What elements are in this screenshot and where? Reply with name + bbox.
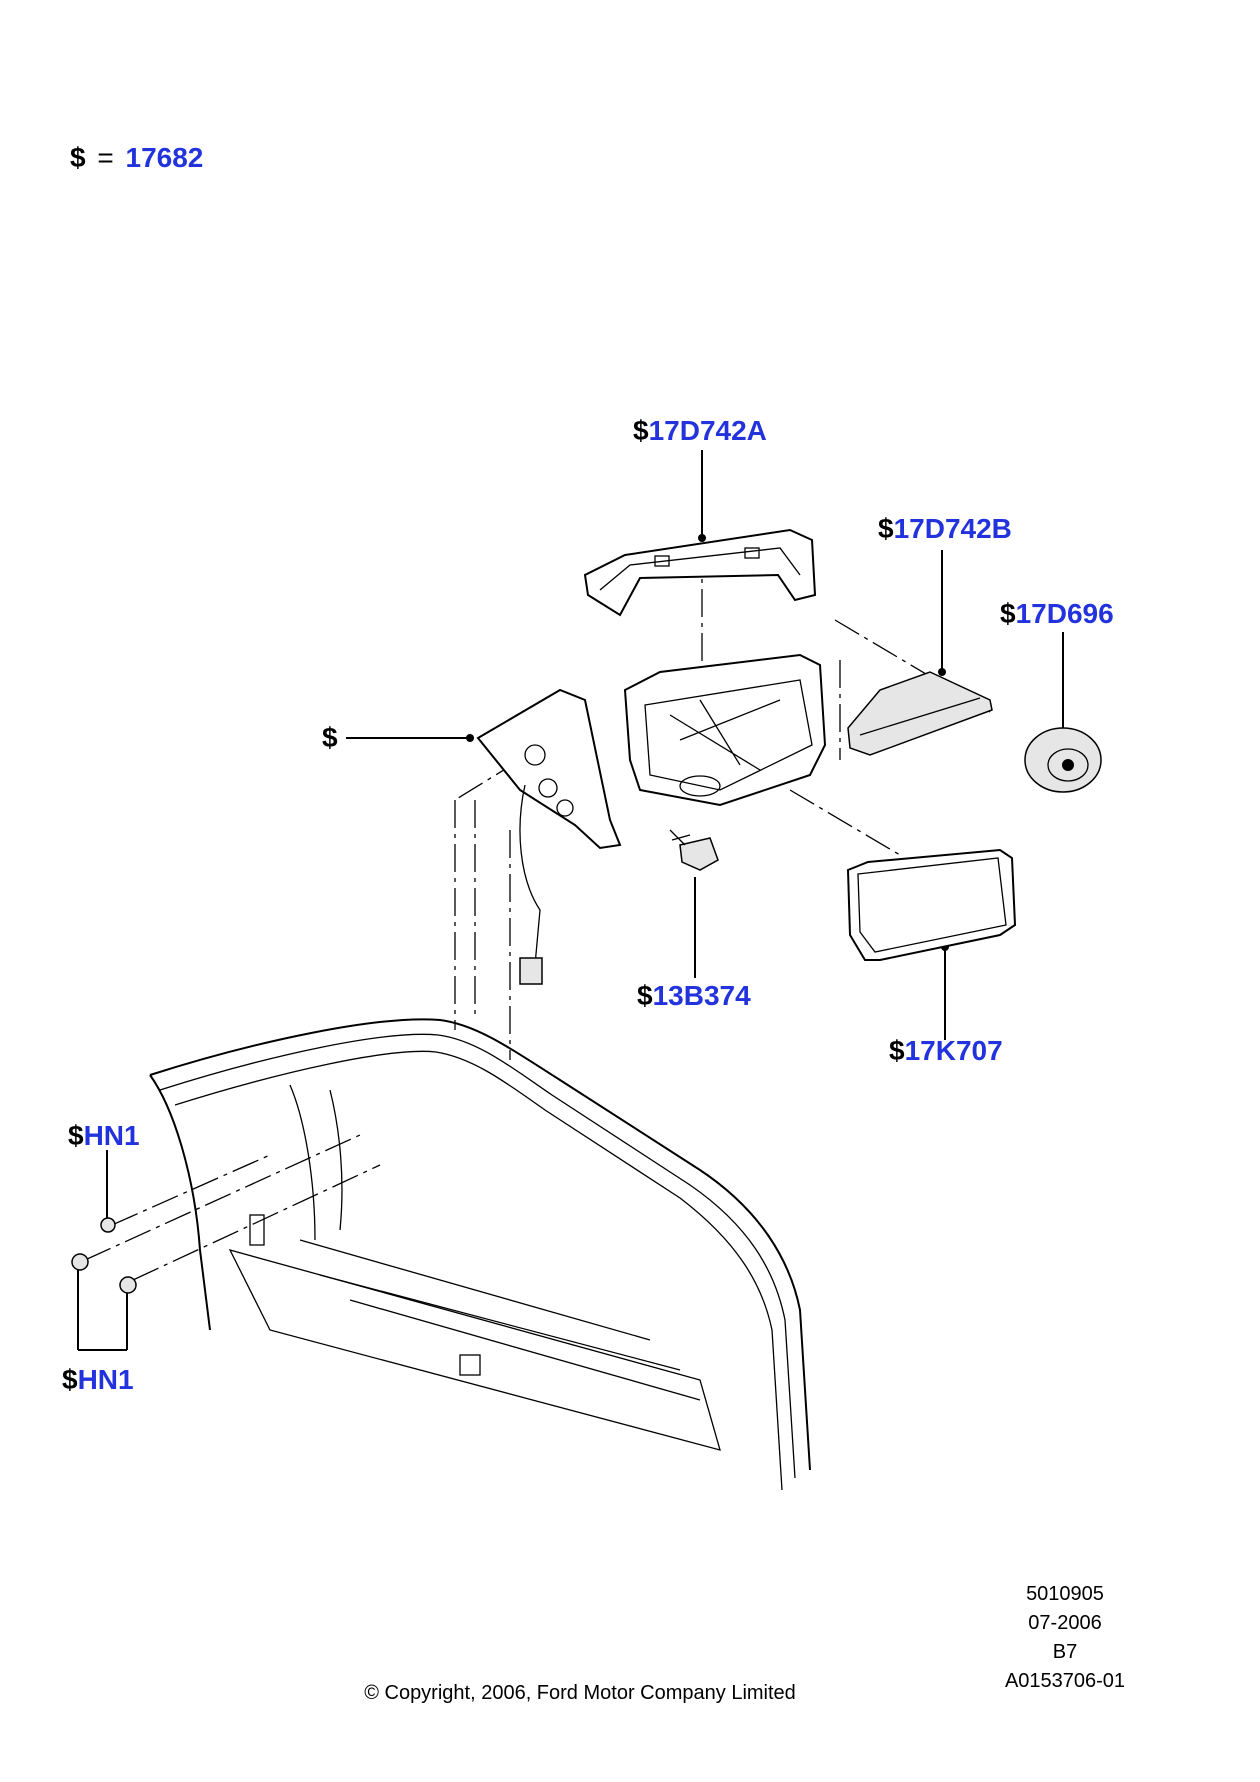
legend: $ = 17682 xyxy=(70,142,203,174)
legend-symbol: $ xyxy=(70,142,86,173)
footer-illustration-id: A0153706-01 xyxy=(1004,1670,1126,1692)
callout-17d696: $17D696 xyxy=(1000,598,1114,629)
mount-bracket xyxy=(476,688,622,985)
footer-code: B7 xyxy=(1052,1641,1078,1663)
clips-hn1 xyxy=(71,1217,137,1294)
callout-13b374: $13B374 xyxy=(637,980,751,1011)
callout-17k707: $17K707 xyxy=(889,1035,1003,1066)
mirror-motor xyxy=(1024,727,1102,793)
puddle-lamp xyxy=(669,829,719,871)
callout-housing: $ xyxy=(322,722,338,753)
door-frame xyxy=(149,1018,811,1491)
callout-hn1-top: $HN1 xyxy=(68,1120,140,1151)
callout-17d742b: $17D742B xyxy=(878,513,1012,544)
mirror-housing xyxy=(623,653,827,807)
legend-value: 17682 xyxy=(125,142,204,173)
footer-copyright: © Copyright, 2006, Ford Motor Company Li… xyxy=(364,1682,796,1704)
legend-equals: = xyxy=(97,142,114,173)
footer-date: 07-2006 xyxy=(1028,1612,1102,1634)
mirror-glass xyxy=(846,848,1017,961)
turn-signal-lamp xyxy=(847,671,993,756)
callout-hn1-bottom: $HN1 xyxy=(62,1364,134,1395)
mirror-cover xyxy=(583,528,817,617)
footer-ref: 5010905 xyxy=(1026,1583,1104,1605)
callout-17d742a: $17D742A xyxy=(633,415,767,446)
